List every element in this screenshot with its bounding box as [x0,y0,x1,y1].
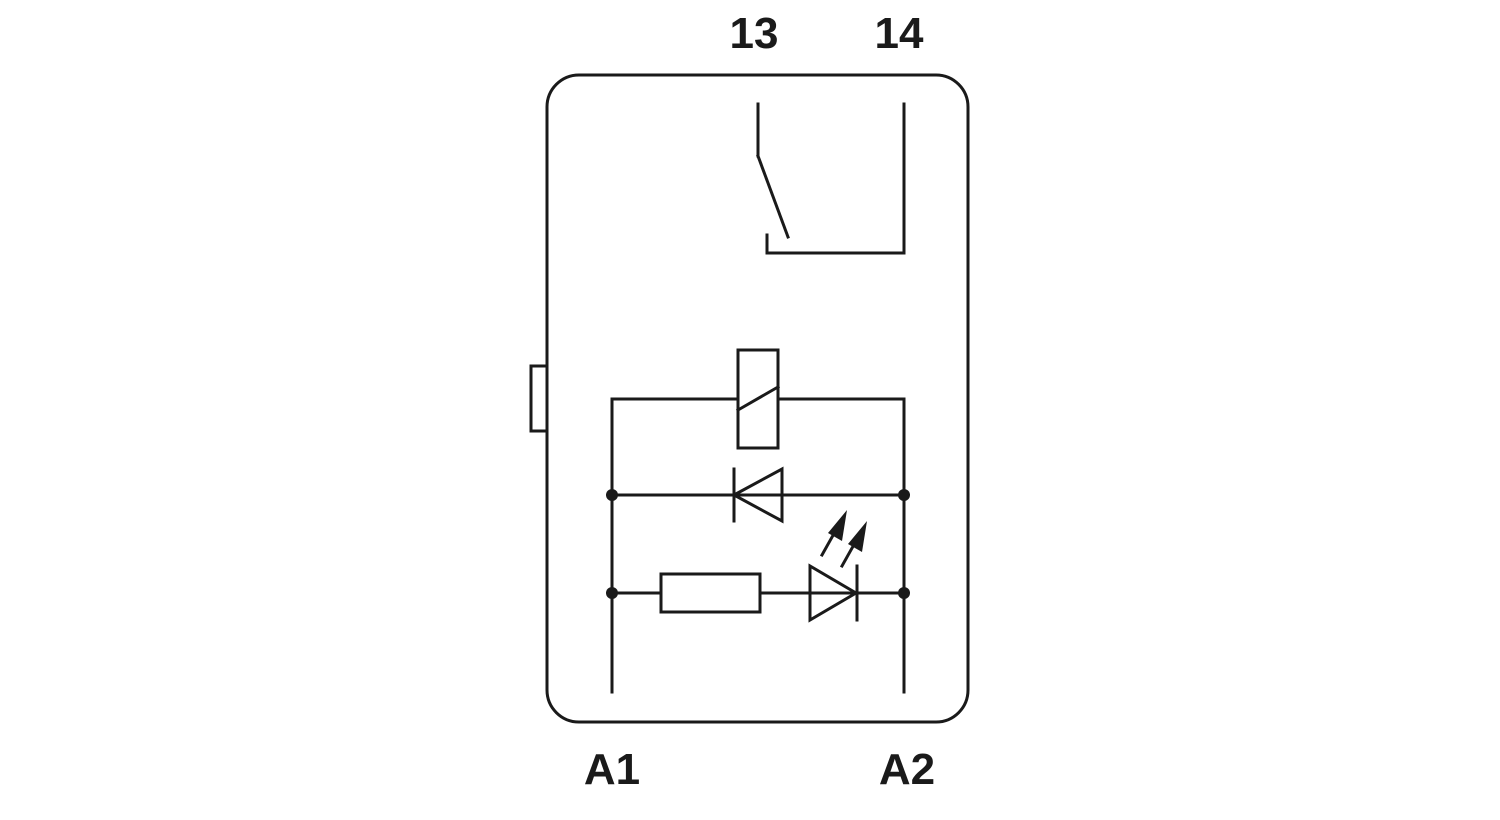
led-triangle [808,563,859,623]
junction-dot [898,587,910,599]
light-arrow-icon [848,521,867,552]
junction-dot [606,587,618,599]
relay-coil [736,348,780,450]
terminal-label-13: 13 [730,9,779,58]
contact-blade [756,154,790,239]
housing-side-tab [529,364,549,433]
no-contact [756,102,906,255]
relay-housing [545,73,970,724]
diode-triangle [730,466,784,524]
relay-coil-branch [610,348,906,694]
light-arrow-icon [828,510,847,541]
wire-a1-rail [610,397,740,694]
led-indicator-branch [606,510,910,623]
terminal-label-14: 14 [875,9,924,58]
terminal-label-a1: A1 [584,745,640,794]
resistor [659,572,762,614]
freewheeling-diode-branch [606,466,910,524]
contact-lead-14 [765,102,906,255]
terminal-label-a2: A2 [879,745,935,794]
junction-dot [898,489,910,501]
junction-dot [606,489,618,501]
wire-a2-rail [776,397,906,694]
coil-slash [735,384,781,413]
